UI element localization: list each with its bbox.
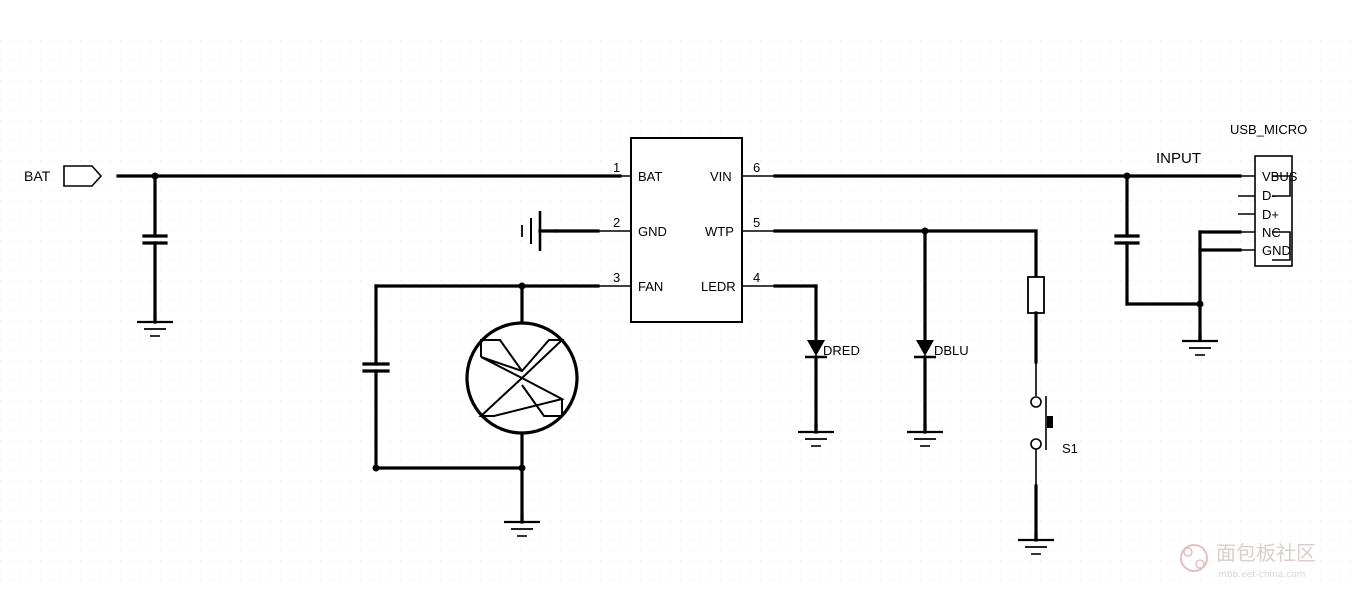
pin-5-name: WTP [705, 224, 734, 239]
watermark-text: 面包板社区 [1216, 541, 1316, 565]
fan-motor [465, 321, 579, 435]
ground-symbol-ic [521, 211, 600, 251]
resistor [1027, 276, 1045, 314]
usb-pin-dminus: D- [1262, 188, 1276, 203]
usb-name-label: USB_MICRO [1230, 122, 1307, 137]
ic-left-pins: 1 BAT 2 GND 3 FAN [598, 160, 667, 294]
pin-2-name: GND [638, 224, 667, 239]
pin-4-number: 4 [753, 270, 760, 285]
usb-pin-gnd: GND [1262, 243, 1291, 258]
pin-6-number: 6 [753, 160, 760, 175]
led-dblu-label: DBLU [934, 343, 969, 358]
led-dred: DRED [773, 284, 860, 434]
input-net: INPUT [773, 150, 1242, 308]
switch-s1: S1 [1030, 311, 1078, 542]
switch-ref-label: S1 [1062, 441, 1078, 456]
usb-pin-nc: NC [1262, 225, 1281, 240]
usb-pin-vbus: VBUS [1262, 169, 1298, 184]
pin-5-number: 5 [753, 215, 760, 230]
led-dblu: DBLU [914, 229, 969, 434]
watermark: 面包板社区 mbb.eet-china.com [1180, 541, 1316, 580]
fan-net [362, 282, 600, 524]
led-dred-label: DRED [823, 343, 860, 358]
usb-pin-dplus: D+ [1262, 207, 1279, 222]
pin-1-name: BAT [638, 169, 662, 184]
pin-6-name: VIN [710, 169, 732, 184]
pin-2-number: 2 [613, 215, 620, 230]
bat-port-label: BAT [24, 168, 51, 184]
pin-3-number: 3 [613, 270, 620, 285]
pin-3-name: FAN [638, 279, 663, 294]
input-net-label: INPUT [1156, 150, 1201, 167]
pin-1-number: 1 [613, 160, 620, 175]
pin-4-name: LEDR [701, 279, 736, 294]
capacitor-c1 [142, 174, 168, 324]
bat-port: BAT [24, 165, 103, 187]
usb-micro-connector: USB_MICRO VBUS D- D+ NC GND [1198, 122, 1307, 342]
ic-right-pins: 6 VIN 5 WTP 4 LEDR [701, 160, 775, 294]
ic-body [630, 137, 743, 323]
watermark-sub: mbb.eet-china.com [1218, 570, 1305, 580]
